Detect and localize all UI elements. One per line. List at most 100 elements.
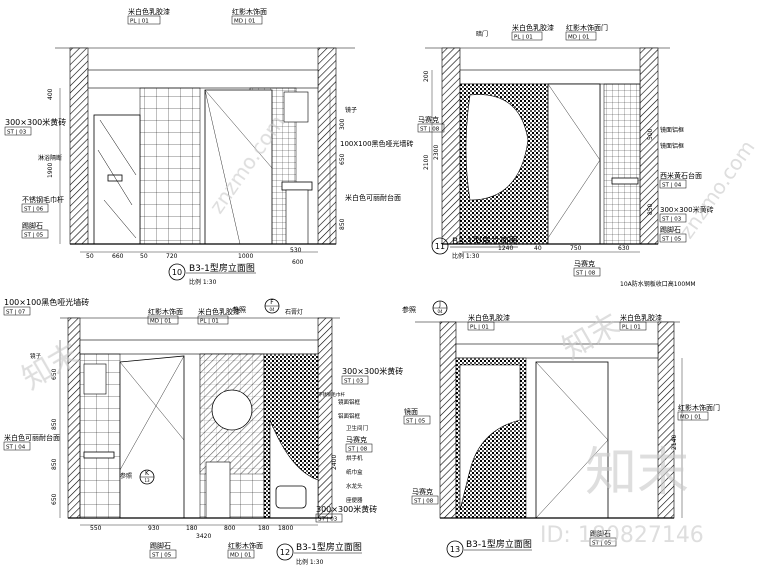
callout: 座便器 <box>346 496 363 504</box>
svg-text:PL | 01: PL | 01 <box>130 19 149 25</box>
svg-text:踢脚石: 踢脚石 <box>660 225 681 234</box>
watermark-brand-large: 知末 <box>585 443 689 503</box>
view-title: 10 B3-1型房立面图 比例 1:30 <box>168 262 256 286</box>
svg-text:ST | 05: ST | 05 <box>662 237 682 243</box>
svg-text:踢脚石: 踢脚石 <box>590 529 611 538</box>
dimension: 200 <box>423 70 430 82</box>
material-tag: 马赛克 ST | 08 <box>345 435 373 453</box>
svg-text:比例 1:30: 比例 1:30 <box>296 558 324 566</box>
svg-text:ST | 04: ST | 04 <box>6 445 26 451</box>
dimension: 550 <box>90 525 102 532</box>
dimension: 180 <box>258 525 270 532</box>
svg-text:ST | 08: ST | 08 <box>414 499 434 505</box>
svg-text:MD | 01: MD | 01 <box>568 35 589 41</box>
material-tag: 红影木饰面 MD | 01 <box>231 7 267 25</box>
dimension: 50 <box>140 253 148 260</box>
section-ref-marker: K 13 <box>139 469 155 485</box>
material-tag: 不锈钢毛巾杆 ST | 06 <box>21 195 64 213</box>
dimension: 180 <box>186 525 198 532</box>
svg-text:米白色乳胶漆: 米白色乳胶漆 <box>468 313 510 322</box>
dimension: 630 <box>618 245 630 252</box>
svg-text:ST | 05: ST | 05 <box>152 553 172 559</box>
dimension: 850 <box>339 218 346 230</box>
view-title: 12 B3-1型房立面图 比例 1:30 <box>276 541 362 566</box>
dimension: 660 <box>112 253 124 260</box>
dimension: 850 <box>51 418 58 430</box>
svg-text:13: 13 <box>450 545 460 554</box>
section-ref-marker: J 04 <box>432 300 448 316</box>
dimension: 1900 <box>47 163 54 178</box>
callout: 纸巾盒 <box>346 468 363 476</box>
svg-text:米白色可丽耐台面: 米白色可丽耐台面 <box>4 433 60 442</box>
dimension: 2100 <box>423 155 430 170</box>
material-tag: 踢脚石 ST | 05 <box>659 225 687 243</box>
dimension: 3420 <box>196 533 211 540</box>
svg-text:ST | 03: ST | 03 <box>318 517 338 523</box>
svg-text:PL | 01: PL | 01 <box>470 325 489 331</box>
dimension: 650 <box>339 153 346 165</box>
material-tag: 踢脚石 ST | 05 <box>21 221 49 239</box>
svg-text:西米黄石台面: 西米黄石台面 <box>660 171 702 180</box>
material-tag: 红影木饰面门 MD | 01 <box>565 23 608 41</box>
callout: 不锈钢毛巾杆 <box>318 391 345 398</box>
callout: 镜子 <box>345 106 357 114</box>
dimension: 1000 <box>238 253 253 260</box>
svg-text:红影木饰面: 红影木饰面 <box>148 307 183 316</box>
svg-text:MD | 01: MD | 01 <box>234 19 255 25</box>
svg-text:300×300米黄砖: 300×300米黄砖 <box>660 205 714 214</box>
material-tag: 踢脚石 ST | 05 <box>589 529 617 547</box>
svg-text:米白色乳胶漆: 米白色乳胶漆 <box>198 307 240 316</box>
svg-text:马赛克: 马赛克 <box>412 487 433 496</box>
callout: 参照 <box>402 305 416 314</box>
dimension: 650 <box>51 368 58 380</box>
svg-text:米白色乳胶漆: 米白色乳胶漆 <box>128 7 170 16</box>
svg-text:MD | 01: MD | 01 <box>150 319 171 325</box>
svg-text:踢脚石: 踢脚石 <box>150 541 171 550</box>
svg-text:马赛克: 马赛克 <box>418 115 439 124</box>
material-tag: 西米黄石台面 ST | 04 <box>659 171 702 189</box>
svg-text:PL | 01: PL | 01 <box>200 319 219 325</box>
callout: 石膏灯 <box>285 308 303 316</box>
svg-text:红影木饰面: 红影木饰面 <box>228 541 263 550</box>
svg-text:12: 12 <box>280 548 290 557</box>
svg-text:ST | 05: ST | 05 <box>24 233 44 239</box>
material-tag: 米白色乳胶漆 PL | 01 <box>511 23 554 41</box>
material-tag: 马赛克 ST | 08 <box>573 259 601 277</box>
svg-text:ST | 08: ST | 08 <box>348 447 368 453</box>
svg-text:镜面: 镜面 <box>404 407 418 416</box>
section-ref-marker: F 04 <box>264 298 280 314</box>
note: 10A防水钢板收口高100MM <box>620 280 696 288</box>
svg-text:MD | 01: MD | 01 <box>230 553 251 559</box>
material-tag: 300×300米黄砖 ST | 03 <box>341 366 403 385</box>
dimension: 2400 <box>331 455 338 470</box>
material-tag: 米白色可丽耐台面 ST | 04 <box>3 433 60 451</box>
svg-text:MD | 01: MD | 01 <box>680 415 701 421</box>
material-tag: 马赛克 ST | 08 <box>411 487 439 505</box>
dimension: 1240 <box>498 245 513 252</box>
svg-text:米白色乳胶漆: 米白色乳胶漆 <box>620 313 662 322</box>
svg-text:ST | 03: ST | 03 <box>662 217 682 223</box>
view-title: 13 B3-1型房立面图 <box>446 538 532 558</box>
svg-text:11: 11 <box>435 242 445 251</box>
material-tag: 100×100黑色哑光墙砖 ST | 07 <box>3 297 89 316</box>
dimension: 1800 <box>278 525 293 532</box>
svg-text:比例 1:30: 比例 1:30 <box>452 252 480 260</box>
watermark-id: ID: 180827146 <box>540 523 704 548</box>
svg-text:红影木饰面门: 红影木饰面门 <box>678 403 720 412</box>
material-tag: 马赛克 ST | 08 <box>417 115 445 133</box>
material-tag: 红影木饰面门 MD | 01 <box>677 403 720 421</box>
svg-text:B3-1型房立面图: B3-1型房立面图 <box>189 262 255 274</box>
material-tag: 300×300米黄砖 ST | 03 <box>4 117 66 136</box>
svg-text:PL | 01: PL | 01 <box>514 35 533 41</box>
svg-text:马赛克: 马赛克 <box>574 259 595 268</box>
material-tag: 红影木饰面 MD | 01 <box>227 541 263 559</box>
svg-text:J: J <box>438 301 441 308</box>
svg-text:米白色乳胶漆: 米白色乳胶漆 <box>512 23 554 32</box>
dimension: 850 <box>647 203 654 215</box>
dimension: 2300 <box>433 145 440 160</box>
svg-text:ST | 08: ST | 08 <box>420 127 440 133</box>
watermark-site: znzmo.com <box>674 136 759 243</box>
dimension: 720 <box>166 253 178 260</box>
callout: 镜子 <box>30 352 42 360</box>
dimension: 50 <box>86 253 94 260</box>
